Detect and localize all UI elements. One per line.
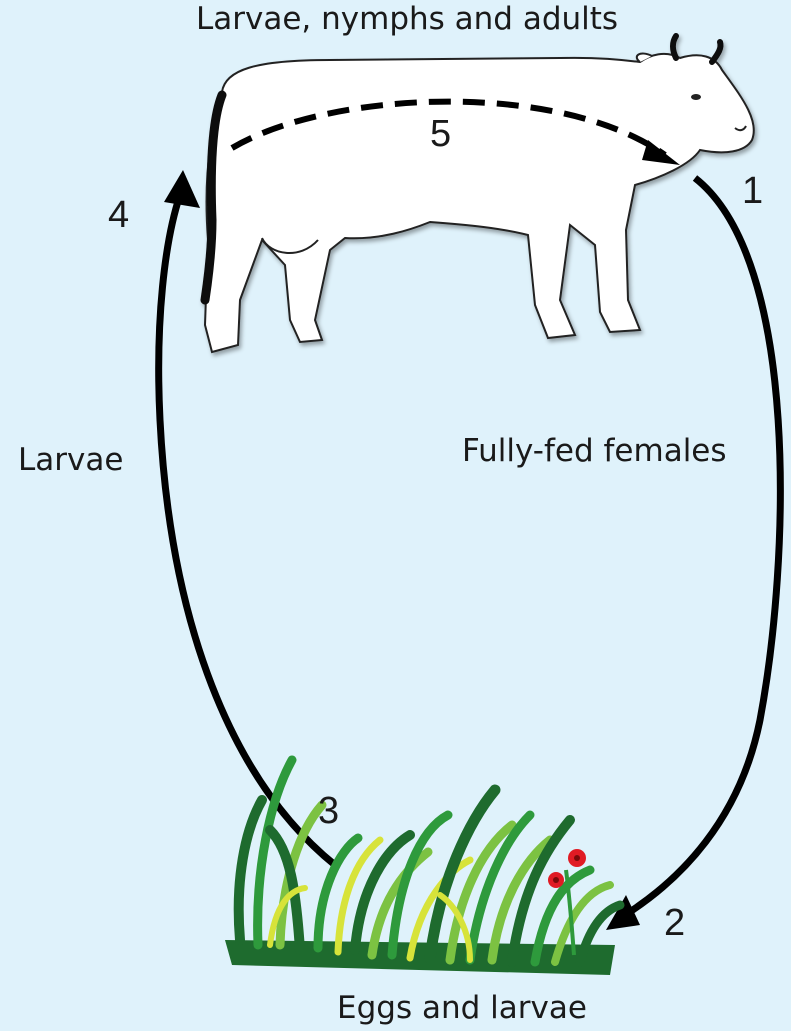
grass-icon (225, 760, 620, 975)
step-number-3: 3 (318, 792, 339, 830)
label-larvae: Larvae (18, 445, 123, 476)
label-larvae-nymphs-adults: Larvae, nymphs and adults (196, 4, 618, 35)
label-eggs-and-larvae: Eggs and larvae (337, 993, 587, 1024)
label-fully-fed-females: Fully-fed females (462, 436, 727, 467)
step-number-4: 4 (108, 196, 129, 234)
cow-icon (205, 36, 754, 352)
step-number-2: 2 (664, 904, 685, 942)
step-number-5: 5 (430, 115, 451, 153)
step-number-1: 1 (742, 172, 763, 210)
arrow-1-to-2 (625, 178, 780, 915)
